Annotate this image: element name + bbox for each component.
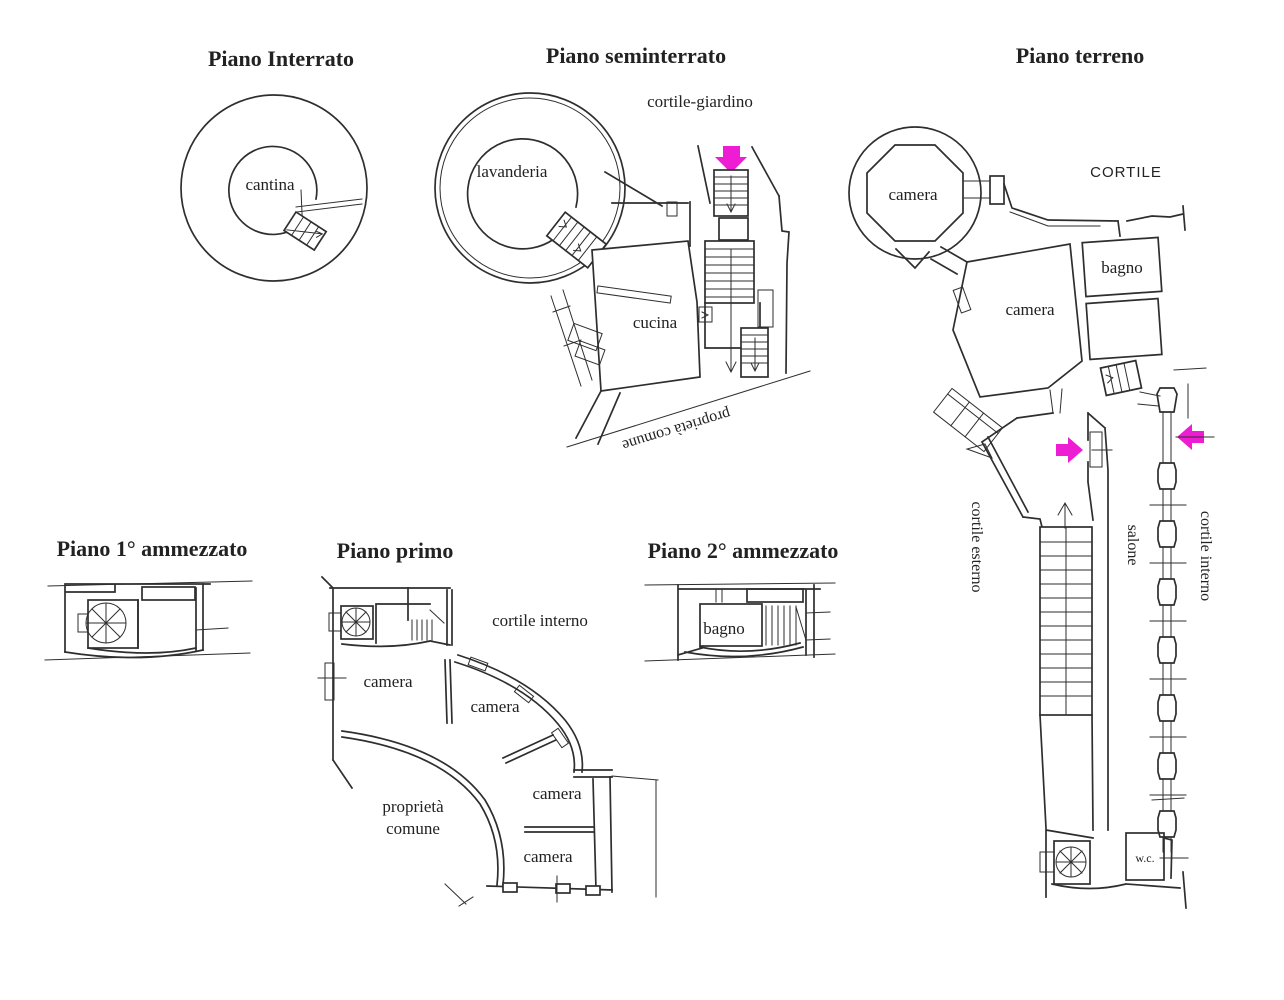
cortile-interno-label: cortile interno (492, 611, 588, 630)
proprieta-comune-label: comune (386, 819, 440, 838)
room-cucina-label: cucina (633, 313, 678, 332)
plan-terreno: Piano terreno camera CORTILE camera bagn… (848, 43, 1215, 909)
room-camera-label: camera (363, 672, 413, 691)
plan-ammezzato1: Piano 1° ammezzato (44, 536, 253, 661)
plan-terreno-title: Piano terreno (1016, 43, 1145, 68)
plan-primo-title: Piano primo (337, 538, 454, 563)
room-camera-label: camera (532, 784, 582, 803)
proprieta-comune-label: proprietà comune (620, 405, 732, 454)
room-lavanderia-label: lavanderia (477, 162, 548, 181)
cortile-esterno-label: cortile esterno (968, 501, 985, 592)
room-camera-label: camera (1005, 300, 1055, 319)
entrance-arrow-icon (715, 146, 747, 173)
plan-primo: Piano primo cortile interno camera camer… (317, 538, 659, 907)
cortile-label: CORTILE (1090, 164, 1162, 181)
plan-seminterrato: Piano seminterrato lavanderia cucina pro… (434, 43, 811, 454)
spiral-staircase (341, 607, 371, 637)
room-bagno-label: bagno (1101, 258, 1143, 277)
plan-interrato: Piano Interrato cantina (180, 46, 368, 282)
spiral-staircase (85, 602, 127, 644)
plan-ammezzato2-title: Piano 2° ammezzato (648, 538, 839, 563)
plan-interrato-title: Piano Interrato (208, 46, 354, 71)
room-camera-label: camera (523, 847, 573, 866)
room-cantina-label: cantina (245, 175, 295, 194)
entrance-arrow-icon (1056, 437, 1083, 463)
room-wc-label: w.c. (1135, 851, 1154, 865)
room-camera-label: camera (470, 697, 520, 716)
plan-seminterrato-title: Piano seminterrato (546, 43, 726, 68)
colonnade-columns (1149, 462, 1187, 838)
proprieta-comune-label: proprietà (382, 797, 444, 816)
plan-ammezzato2: Piano 2° ammezzato bagno (644, 538, 839, 662)
room-bagno-label: bagno (703, 619, 745, 638)
room-camera-tower-label: camera (888, 185, 938, 204)
stairs (1099, 359, 1143, 397)
cortile-interno-label: cortile interno (1197, 511, 1214, 601)
plan-ammezzato1-title: Piano 1° ammezzato (57, 536, 248, 561)
salone-label: salone (1124, 525, 1141, 566)
spiral-staircase (1055, 846, 1087, 878)
cortile-giardino-label: cortile-giardino (647, 92, 753, 111)
